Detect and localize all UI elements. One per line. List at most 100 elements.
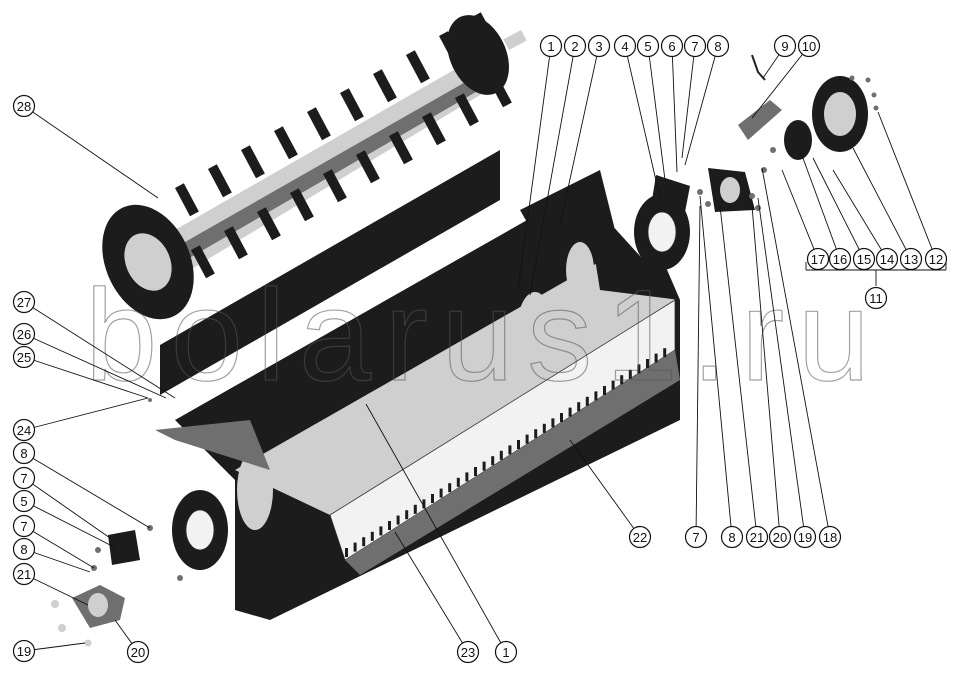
concave-tooth <box>379 526 383 536</box>
concave-tooth <box>654 353 658 363</box>
callout-circle <box>12 562 36 586</box>
rotor-blade <box>307 107 331 141</box>
rotor-blade <box>175 183 199 217</box>
callout-number: 1 <box>502 645 509 660</box>
callout-circle <box>864 286 888 310</box>
concave-tooth <box>491 456 495 466</box>
callout-number: 8 <box>20 446 27 461</box>
concave-tooth <box>499 450 503 460</box>
leader-line-c-7-bot <box>695 205 701 538</box>
callout-circle <box>660 34 684 58</box>
callout-circle <box>12 322 36 346</box>
callout-circle <box>494 640 518 664</box>
leader-line-c-12 <box>877 111 937 260</box>
concave-tooth <box>637 364 641 374</box>
leader-line-c-18 <box>761 167 831 538</box>
plate-part <box>652 175 690 212</box>
leader-line-c-23 <box>394 531 469 653</box>
callout-number: 28 <box>17 99 31 114</box>
callout-circle <box>636 34 660 58</box>
concave-tooth <box>542 423 546 433</box>
callout-c-19-bot: 19 <box>793 525 817 549</box>
callout-c-8-left: 8 <box>12 441 36 465</box>
callout-number: 8 <box>728 530 735 545</box>
leader-line-c-15 <box>812 157 865 260</box>
leader-line-c-26 <box>23 333 167 399</box>
concave-tooth <box>405 510 409 520</box>
callout-c-24: 24 <box>12 418 36 442</box>
callout-c-25: 25 <box>12 345 36 369</box>
concave-tooth <box>585 396 589 406</box>
callout-c-5-top: 5 <box>636 34 660 58</box>
rotor-blade <box>240 145 265 179</box>
callout-number: 10 <box>802 39 816 54</box>
callout-c-20-left: 20 <box>126 640 150 664</box>
callout-circle <box>456 640 480 664</box>
concave-tooth <box>620 375 624 385</box>
callout-circle <box>768 525 792 549</box>
callout-c-8-bot: 8 <box>720 525 744 549</box>
callout-c-11: 11 <box>864 286 888 310</box>
callout-number: 21 <box>17 567 31 582</box>
callout-circle <box>683 34 707 58</box>
callout-c-8-left2: 8 <box>12 537 36 561</box>
callout-c-22: 22 <box>628 525 652 549</box>
callout-c-2: 2 <box>563 34 587 58</box>
callout-circle <box>793 525 817 549</box>
leader-line-c-2 <box>529 45 576 296</box>
concave-tooth <box>534 429 538 439</box>
callout-number: 8 <box>20 542 27 557</box>
callout-circle <box>899 247 923 271</box>
plate-part-left <box>108 530 140 565</box>
concave-tooth <box>628 369 632 379</box>
callout-number: 18 <box>823 530 837 545</box>
callout-circle <box>706 34 730 58</box>
concave-tooth <box>560 413 563 422</box>
callout-c-19-left: 19 <box>12 639 36 663</box>
callout-c-1-top: 1 <box>539 34 563 58</box>
rotor-blade <box>472 12 496 46</box>
callout-c-7-top: 7 <box>683 34 707 58</box>
rotor-blade <box>340 88 364 122</box>
leader-line-c-19-bot <box>757 197 806 538</box>
concave-tooth <box>551 418 555 428</box>
callout-number: 24 <box>17 423 31 438</box>
callout-number: 7 <box>691 39 698 54</box>
callout-c-26: 26 <box>12 322 36 346</box>
leader-line-c-7-top <box>681 45 696 159</box>
callout-circle <box>818 525 842 549</box>
callout-circle <box>12 94 36 118</box>
callout-circle <box>12 537 36 561</box>
concave-tooth <box>525 434 529 444</box>
callout-c-6: 6 <box>660 34 684 58</box>
callout-number: 20 <box>131 645 145 660</box>
callout-circle <box>539 34 563 58</box>
concave-tooth <box>353 542 357 552</box>
callout-c-21-bot: 21 <box>745 525 769 549</box>
callout-number: 23 <box>461 645 475 660</box>
callout-number: 5 <box>644 39 651 54</box>
callout-c-16: 16 <box>828 247 852 271</box>
concave-tooth <box>422 499 426 509</box>
concave-tooth <box>482 461 486 471</box>
callout-circle <box>12 514 36 538</box>
rotor-blade <box>389 131 413 165</box>
callout-c-18: 18 <box>818 525 842 549</box>
callout-number: 27 <box>17 295 31 310</box>
callout-number: 6 <box>668 39 675 54</box>
callout-c-14: 14 <box>875 247 899 271</box>
leader-line-c-5-left <box>23 500 117 549</box>
callout-c-28: 28 <box>12 94 36 118</box>
concave-tooth <box>594 391 598 401</box>
leader-line-c-8-bot <box>699 195 733 538</box>
callout-c-3: 3 <box>587 34 611 58</box>
callout-c-27: 27 <box>12 290 36 314</box>
callout-number: 16 <box>833 252 847 267</box>
callout-circle <box>684 525 708 549</box>
callout-number: 7 <box>20 519 27 534</box>
concave-tooth <box>345 548 348 557</box>
callout-number: 9 <box>781 39 788 54</box>
callout-circle <box>773 34 797 58</box>
rotor-blade <box>290 188 314 222</box>
